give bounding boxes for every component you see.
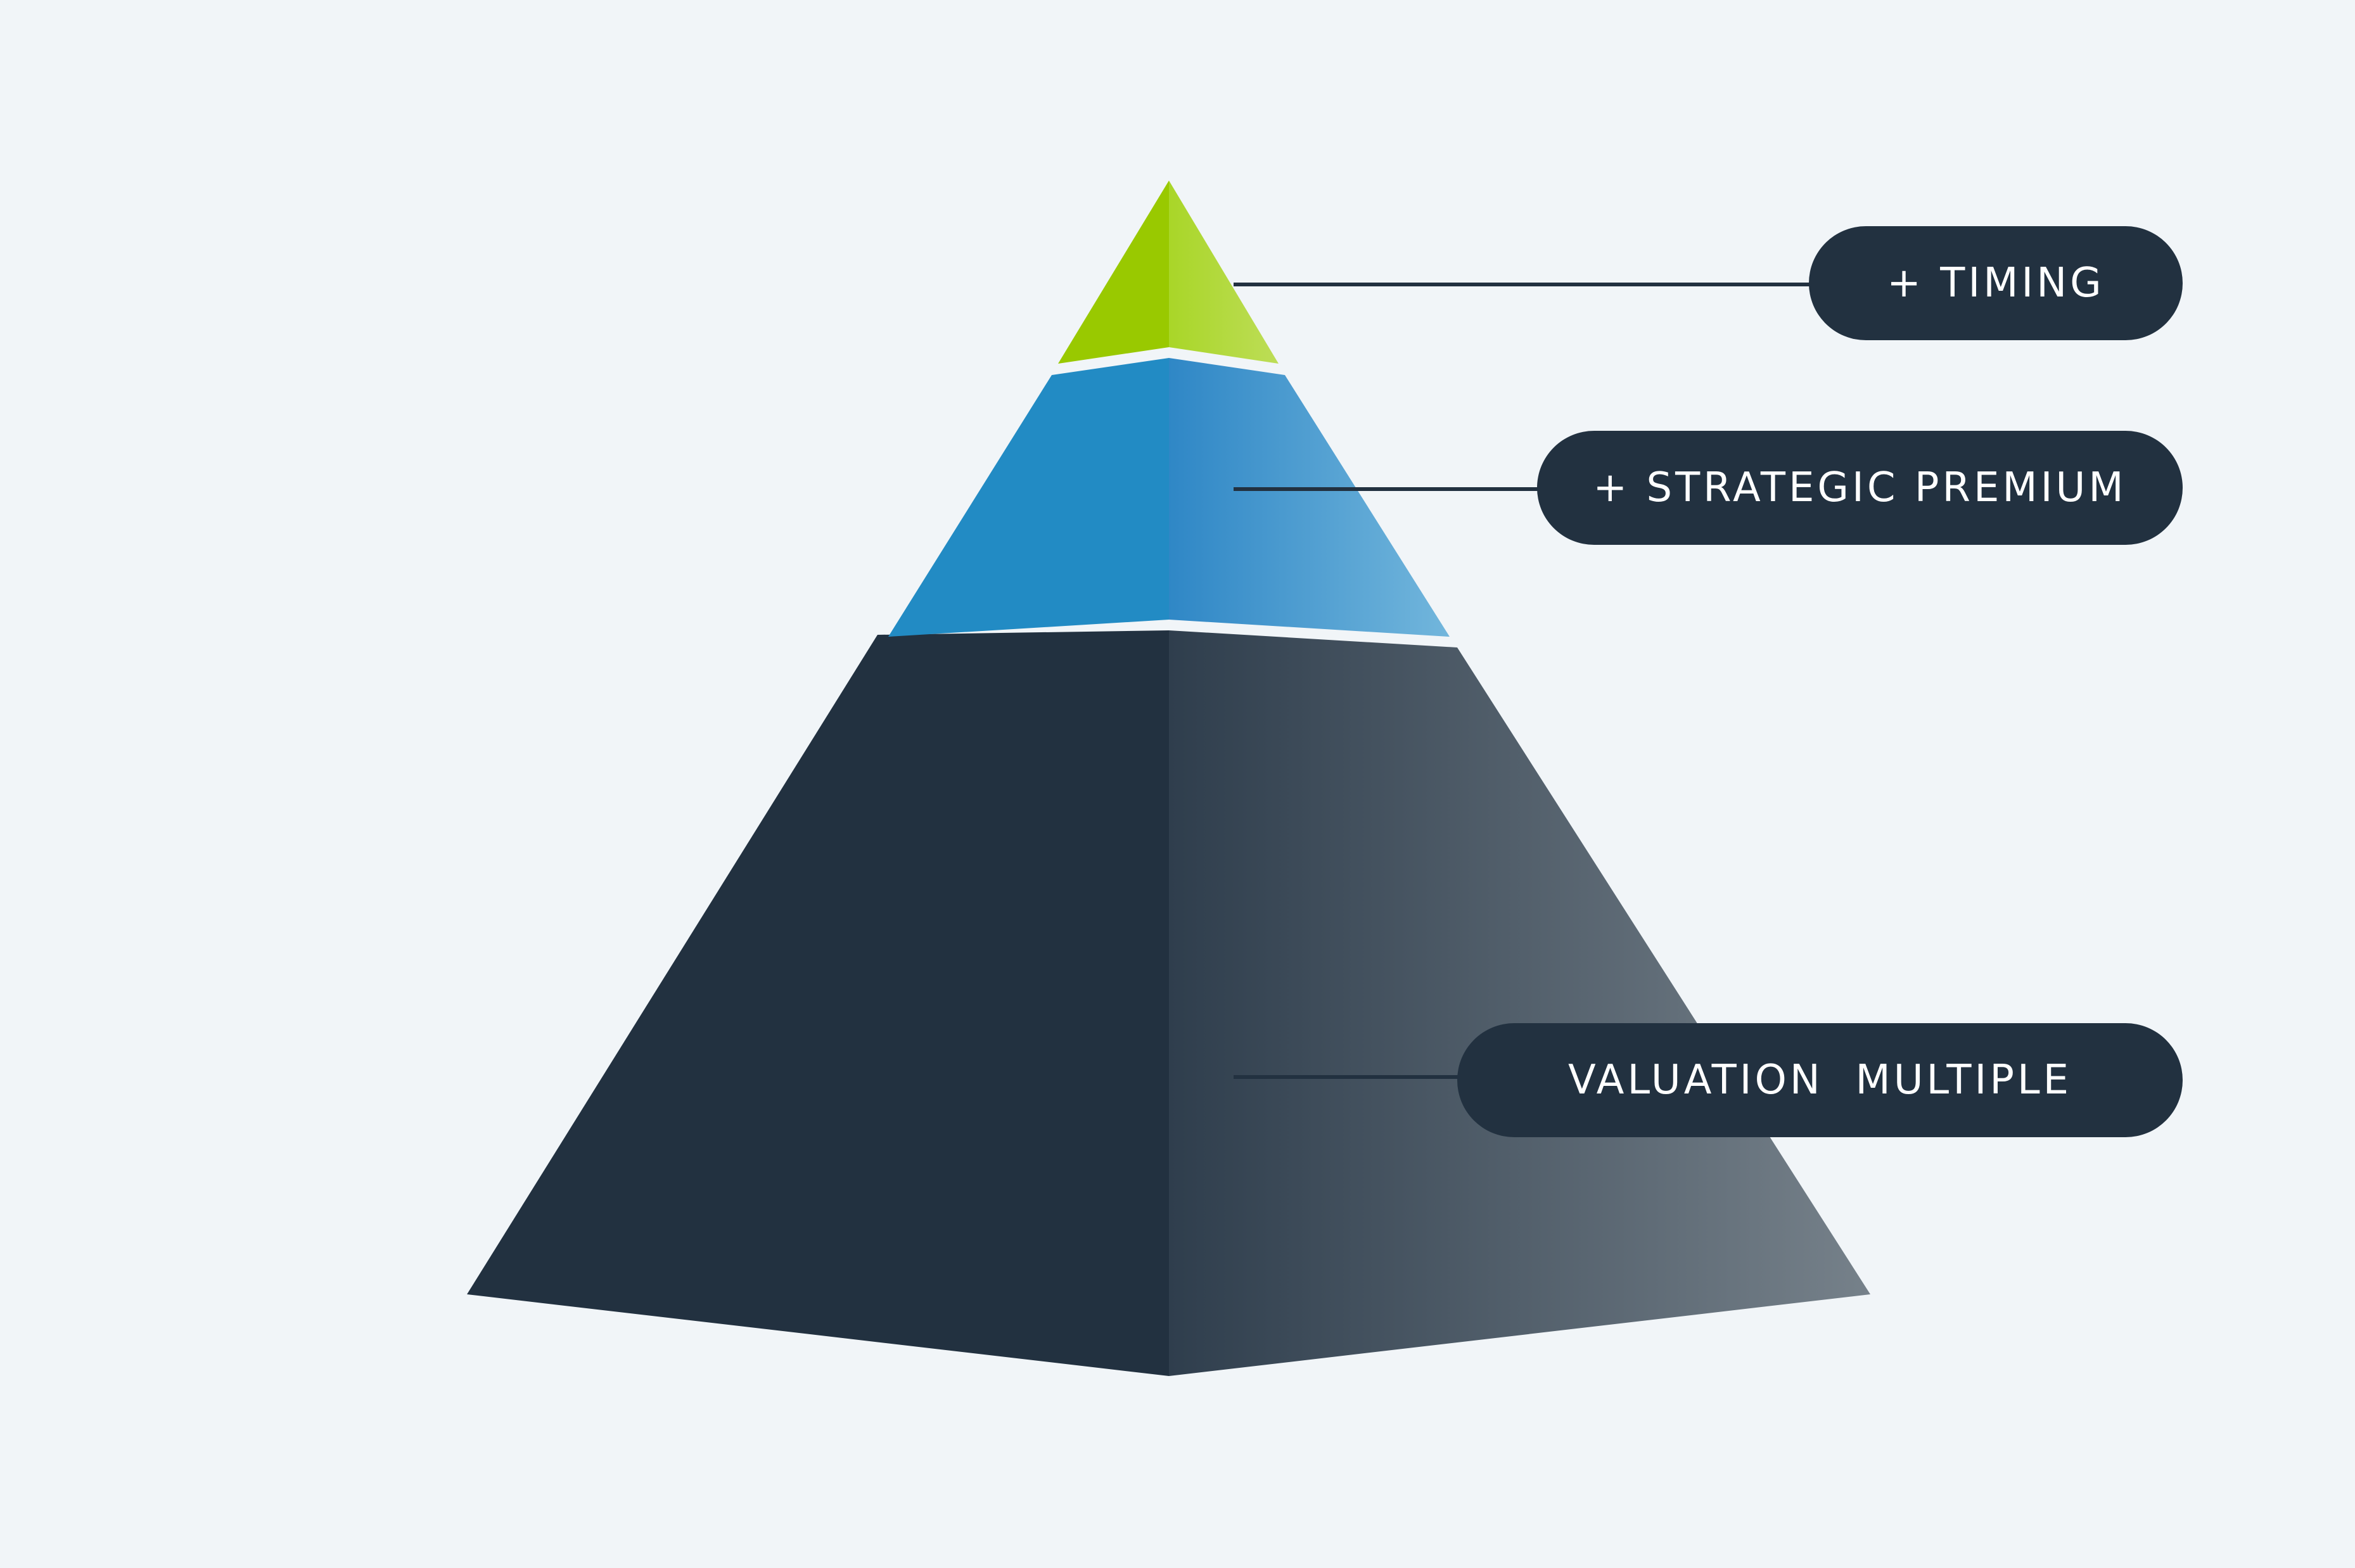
label-pill-timing: + TIMING: [1809, 226, 2183, 340]
label-valuation-multiple: VALUATION MULTIPLE: [1567, 1057, 2072, 1104]
middle-right-face: [1169, 358, 1450, 637]
label-timing: + TIMING: [1887, 260, 2105, 307]
label-pill-strategic-premium: + STRATEGIC PREMIUM: [1537, 431, 2183, 545]
base-left-face: [467, 630, 1169, 1376]
label-pill-valuation-multiple: VALUATION MULTIPLE: [1457, 1023, 2183, 1137]
base-right-face: [1169, 630, 1870, 1376]
top-right-face: [1169, 181, 1279, 364]
top-left-face: [1058, 181, 1169, 364]
pyramid-layer-base: [467, 630, 1870, 1376]
pyramid-layer-middle: [888, 358, 1450, 637]
pyramid-layer-top: [1058, 181, 1279, 364]
label-strategic-premium: + STRATEGIC PREMIUM: [1593, 464, 2127, 511]
middle-left-face: [888, 358, 1169, 637]
